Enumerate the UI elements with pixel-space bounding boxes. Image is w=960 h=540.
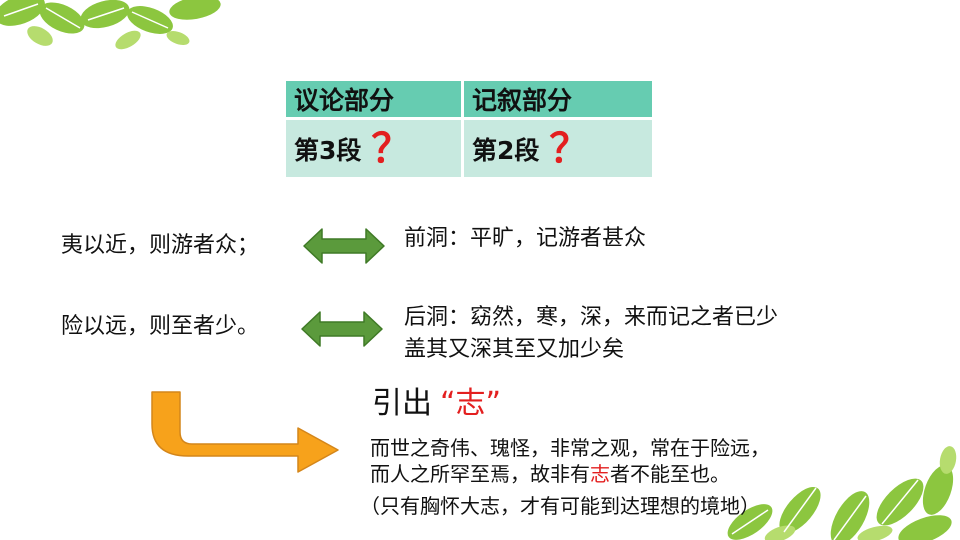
- question-mark: ？: [371, 125, 412, 172]
- left-line-far: 险以远，则至者少。: [61, 314, 260, 339]
- quote-line-2: 而人之所罕至焉，故非有志者不能至也。: [370, 462, 730, 487]
- double-arrow-icon: [303, 228, 385, 264]
- quote-line-2-before: 而人之所罕至焉，故非有: [370, 462, 590, 486]
- double-arrow-icon: [301, 311, 383, 347]
- right-line-back-cave-continued: 盖其又深其至又加少矣: [404, 337, 625, 362]
- leaf-decoration-top-left-icon: [0, 0, 221, 50]
- lead-prefix: 引出: [372, 386, 432, 421]
- bent-arrow-icon: [151, 391, 339, 473]
- table-cell-paragraph-3: 第3段 ？: [286, 120, 461, 177]
- quote-line-2-after: 者不能至也。: [610, 462, 730, 486]
- note-text: （只有胸怀大志，才有可能到达理想的境地）: [360, 494, 760, 518]
- right-line-front-cave: 前洞：平旷，记游者甚众: [404, 226, 647, 251]
- lead-highlight: “志”: [440, 386, 502, 421]
- table-cell-paragraph-3-label: 第3段: [294, 135, 362, 165]
- table-cell-paragraph-2-label: 第2段: [472, 135, 540, 165]
- table-header-argument: 议论部分: [286, 81, 461, 117]
- right-line-back-cave: 后洞：窈然，寒，深，来而记之者已少: [404, 305, 779, 330]
- table-header-narrative-label: 记叙部分: [472, 86, 573, 115]
- lead-text: 引出“志”: [372, 378, 501, 422]
- question-mark: ？: [549, 125, 590, 172]
- table-cell-paragraph-2: 第2段 ？: [464, 120, 652, 177]
- table-header-argument-label: 议论部分: [294, 86, 395, 115]
- comparison-table: 议论部分 记叙部分 第3段 ？ 第2段 ？: [286, 81, 652, 177]
- left-line-near: 夷以近，则游者众；: [61, 233, 260, 258]
- quote-line-2-highlight: 志: [590, 462, 610, 486]
- quote-line-1: 而世之奇伟、瑰怪，非常之观，常在于险远，: [370, 436, 770, 460]
- leaf-decoration-bottom-right-icon: [727, 446, 957, 540]
- table-header-narrative: 记叙部分: [464, 81, 652, 117]
